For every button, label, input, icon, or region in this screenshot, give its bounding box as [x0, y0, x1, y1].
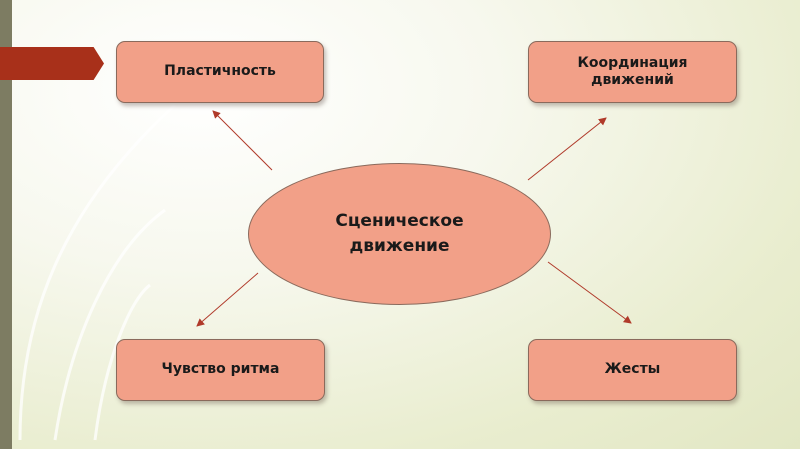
arrow-to-coordination [527, 117, 607, 181]
center-node-label: Сценическое движение [335, 211, 464, 256]
node-plasticity-label: Пластичность [164, 63, 276, 80]
arrow-to-gestures [547, 261, 632, 324]
node-coordination: Координация движений [528, 41, 737, 103]
arrow-to-rhythm [196, 272, 259, 327]
decor-swoosh-3 [93, 283, 151, 441]
left-decor-bar [0, 0, 12, 449]
arrow-to-plasticity [212, 110, 273, 171]
decor-swoosh-2 [53, 208, 166, 441]
node-gestures: Жесты [528, 339, 737, 401]
node-coordination-label: Координация движений [577, 54, 688, 89]
node-plasticity: Пластичность [116, 41, 324, 103]
decor-swoosh-1 [18, 103, 177, 441]
slide-tab-marker [0, 47, 104, 80]
center-node: Сценическое движение [248, 163, 551, 305]
node-gestures-label: Жесты [604, 361, 661, 378]
node-rhythm: Чувство ритма [116, 339, 325, 401]
node-rhythm-label: Чувство ритма [161, 361, 280, 378]
